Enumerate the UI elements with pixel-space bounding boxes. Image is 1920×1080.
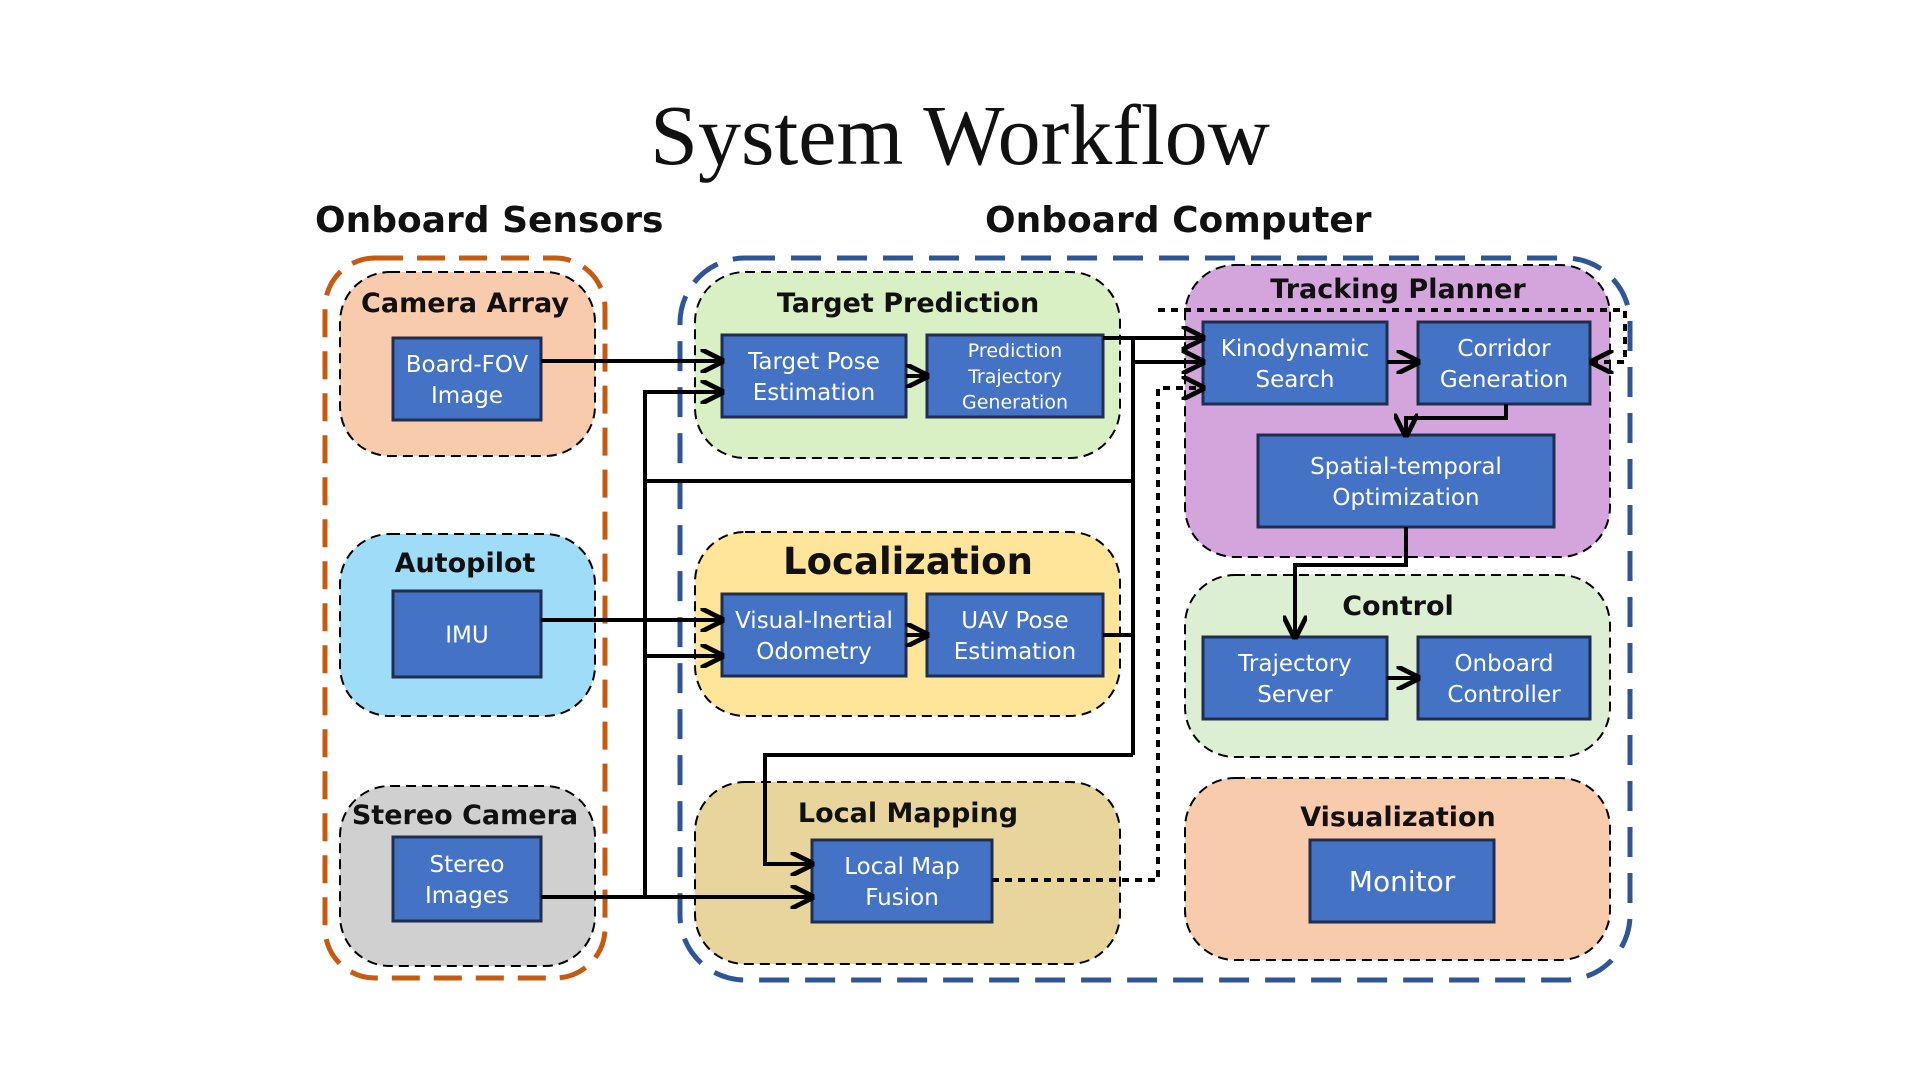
box-label-line: Images — [425, 883, 509, 909]
dotted-planner-to-corridor — [1158, 308, 1627, 362]
box-label-line: Onboard — [1454, 651, 1553, 677]
line-bus-to-localmap — [763, 753, 1133, 864]
box-label-line: Board-FOV — [406, 352, 529, 378]
box-label-line: Spatial-temporal — [1310, 454, 1502, 480]
box-label-line: Server — [1257, 682, 1333, 708]
group-title-tracking-planner: Tracking Planner — [1270, 274, 1526, 305]
group-title-target-prediction: Target Prediction — [777, 288, 1039, 319]
arrow-spatial-to-trajserver — [1295, 527, 1408, 637]
box-label-line: Optimization — [1332, 485, 1479, 511]
box-imu: IMU — [391, 589, 543, 679]
box-label-line: Stereo — [430, 852, 505, 878]
box-label-line: Estimation — [753, 380, 875, 406]
group-title-localization: Localization — [783, 540, 1033, 583]
line-bus-to-targetpose-loop — [643, 392, 1133, 483]
box-label-line: Search — [1255, 367, 1334, 393]
box-rect — [925, 592, 1105, 678]
group-title-control: Control — [1342, 591, 1454, 622]
connectors — [541, 338, 1508, 897]
group-title-stereo-camera: Stereo Camera — [352, 800, 578, 831]
box-label-line: Odometry — [756, 639, 871, 665]
box-label-line: Fusion — [865, 885, 939, 911]
group-title-visualization: Visualization — [1300, 802, 1496, 833]
box-rect — [720, 592, 908, 678]
box-label-line: Prediction — [968, 340, 1062, 362]
box-rect — [810, 838, 994, 924]
box-label-line: Image — [431, 383, 503, 409]
page-title: System Workflow — [650, 87, 1270, 183]
box-label-line: Kinodynamic — [1221, 336, 1369, 362]
box-label-line: Local Map — [844, 854, 959, 880]
arrow-corridor-to-spatial — [1406, 404, 1508, 435]
group-title-camera-array: Camera Array — [361, 288, 569, 319]
group-title-autopilot: Autopilot — [395, 548, 536, 579]
box-label-line: Trajectory — [967, 366, 1062, 388]
section-label-sensors: Onboard Sensors — [315, 200, 664, 241]
box-label-line: Controller — [1447, 682, 1561, 708]
box-label-line: Visual-Inertial — [735, 608, 893, 634]
box-rect — [925, 333, 1105, 419]
box-rect — [1201, 320, 1389, 406]
box-label-line: Corridor — [1457, 336, 1551, 362]
box-label-line: Generation — [1440, 367, 1568, 393]
box-rect — [391, 336, 543, 422]
dotted-connectors — [992, 308, 1627, 882]
box-board-fov-image: Board-FOV Image — [391, 336, 543, 422]
box-label-line: Generation — [962, 391, 1068, 413]
dotted-localmap-to-planner — [992, 388, 1203, 882]
box-label-line: IMU — [445, 622, 488, 648]
box-monitor: Monitor — [1308, 838, 1496, 924]
group-title-local-mapping: Local Mapping — [798, 798, 1018, 829]
box-label-line: Monitor — [1349, 865, 1456, 898]
box-label-line: UAV Pose — [961, 608, 1068, 634]
box-rect — [1256, 433, 1556, 529]
box-rect — [391, 835, 543, 923]
box-rect — [1308, 838, 1496, 924]
section-label-computer: Onboard Computer — [985, 200, 1372, 241]
box-rect — [391, 589, 543, 679]
box-label-line: Target Pose — [747, 349, 880, 375]
box-label-line: Estimation — [954, 639, 1076, 665]
box-label-line: Trajectory — [1237, 651, 1352, 677]
